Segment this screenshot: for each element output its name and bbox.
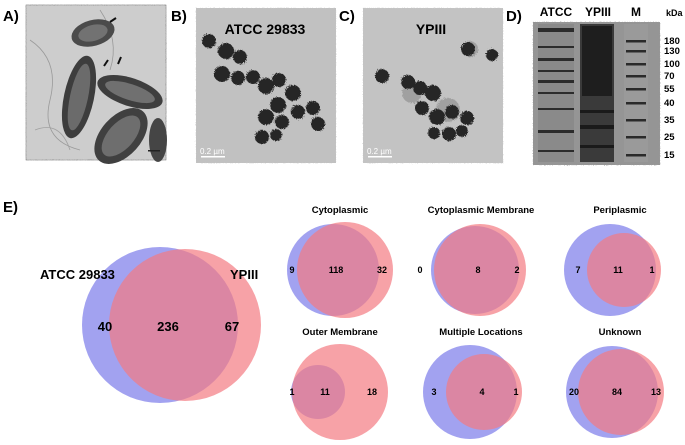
venn-cytoplasmic-only2: 32 xyxy=(377,265,387,275)
venn-main: ATCC 29833 YPIII 40 236 67 xyxy=(40,247,261,403)
venn-periplasmic: Periplasmic 7 11 1 xyxy=(564,205,661,316)
venn-main-ypiii-circle xyxy=(109,249,261,401)
venn-periplasmic-both: 11 xyxy=(613,265,623,275)
venn-outer-membrane-only2: 18 xyxy=(367,387,377,397)
venn-outer-membrane-ypiii-circle xyxy=(292,344,388,440)
panel-c-label: C) xyxy=(339,8,355,25)
panel-a-micrograph xyxy=(25,4,167,164)
venn-unknown-both: 84 xyxy=(612,387,622,397)
panel-b-title: ATCC 29833 xyxy=(225,21,306,37)
lane-label-marker: M xyxy=(631,5,641,19)
venn-periplasmic-only1: 7 xyxy=(575,265,580,275)
venn-outer-membrane-title: Outer Membrane xyxy=(302,327,378,338)
venn-unknown: Unknown 20 84 13 xyxy=(566,327,664,438)
panel-c-scale-bar: 0.2 µm xyxy=(367,147,392,156)
venn-periplasmic-ypiii-circle xyxy=(587,233,661,307)
venn-cytoplasmic-membrane-both: 8 xyxy=(475,265,480,275)
venn-cytoplasmic-ypiii-circle xyxy=(297,222,393,318)
venn-main-set1-label: ATCC 29833 xyxy=(40,267,115,282)
venn-cytoplasmic-membrane-only2: 2 xyxy=(514,265,519,275)
panel-b-micrograph: ATCC 29833 0.2 µm xyxy=(196,8,336,163)
marker-label: 100 xyxy=(664,59,680,70)
marker-label: 70 xyxy=(664,71,675,82)
venn-multiple-locations-both: 4 xyxy=(479,387,484,397)
marker-label: 15 xyxy=(664,150,675,161)
venn-cytoplasmic-both: 118 xyxy=(329,265,344,275)
venn-unknown-only2: 13 xyxy=(651,387,661,397)
venn-cytoplasmic-only1: 9 xyxy=(289,265,294,275)
venn-multiple-locations-only1: 3 xyxy=(431,387,436,397)
panel-e-label: E) xyxy=(3,199,18,216)
marker-label: 40 xyxy=(664,98,675,109)
venn-main-only2: 67 xyxy=(225,319,239,334)
venn-outer-membrane-only1: 1 xyxy=(289,387,294,397)
kda-unit-label: kDa xyxy=(666,8,684,18)
venn-periplasmic-title: Periplasmic xyxy=(593,205,646,216)
venn-cytoplasmic-membrane-title: Cytoplasmic Membrane xyxy=(428,205,535,216)
venn-cytoplasmic-title: Cytoplasmic xyxy=(312,205,369,216)
marker-label: 35 xyxy=(664,115,675,126)
venn-multiple-locations-title: Multiple Locations xyxy=(439,327,522,338)
venn-periplasmic-only2: 1 xyxy=(649,265,654,275)
marker-label: 25 xyxy=(664,132,675,143)
marker-label: 180 xyxy=(664,36,680,47)
venn-cytoplasmic-membrane-ypiii-circle xyxy=(434,224,526,316)
venn-main-set2-label: YPIII xyxy=(230,267,258,282)
panel-c-title: YPIII xyxy=(416,21,446,37)
venn-multiple-locations-only2: 1 xyxy=(513,387,518,397)
panel-c-micrograph: YPIII 0.2 µm xyxy=(363,8,503,163)
lane-label-atcc: ATCC xyxy=(540,5,573,19)
venn-cytoplasmic: Cytoplasmic 9 118 32 xyxy=(287,205,393,318)
venn-cytoplasmic-membrane-only1: 0 xyxy=(417,265,422,275)
panel-e-venn-diagrams: ATCC 29833 YPIII 40 236 67 Cytoplasmic 9… xyxy=(40,205,664,440)
venn-unknown-title: Unknown xyxy=(599,327,642,338)
venn-multiple-locations: Multiple Locations 3 4 1 xyxy=(423,327,523,439)
venn-unknown-only1: 20 xyxy=(569,387,579,397)
venn-main-both: 236 xyxy=(157,319,179,334)
marker-label: 130 xyxy=(664,46,680,57)
lane-label-ypiii: YPIII xyxy=(585,5,611,19)
venn-cytoplasmic-membrane: Cytoplasmic Membrane 0 8 2 xyxy=(417,205,534,316)
panel-a-label: A) xyxy=(3,8,19,25)
venn-unknown-ypiii-circle xyxy=(578,349,664,435)
venn-main-only1: 40 xyxy=(98,319,112,334)
venn-outer-membrane-both: 11 xyxy=(320,387,330,397)
panel-b-label: B) xyxy=(171,8,187,25)
marker-label: 55 xyxy=(664,84,675,95)
panel-d-gel: ATCC YPIII M kDa 180 130 100 70 55 40 35… xyxy=(533,5,684,165)
venn-multiple-locations-ypiii-circle xyxy=(446,354,522,430)
panel-b-scale-bar: 0.2 µm xyxy=(200,147,225,156)
venn-outer-membrane: Outer Membrane 1 11 18 xyxy=(289,327,388,440)
panel-d-label: D) xyxy=(506,8,522,25)
